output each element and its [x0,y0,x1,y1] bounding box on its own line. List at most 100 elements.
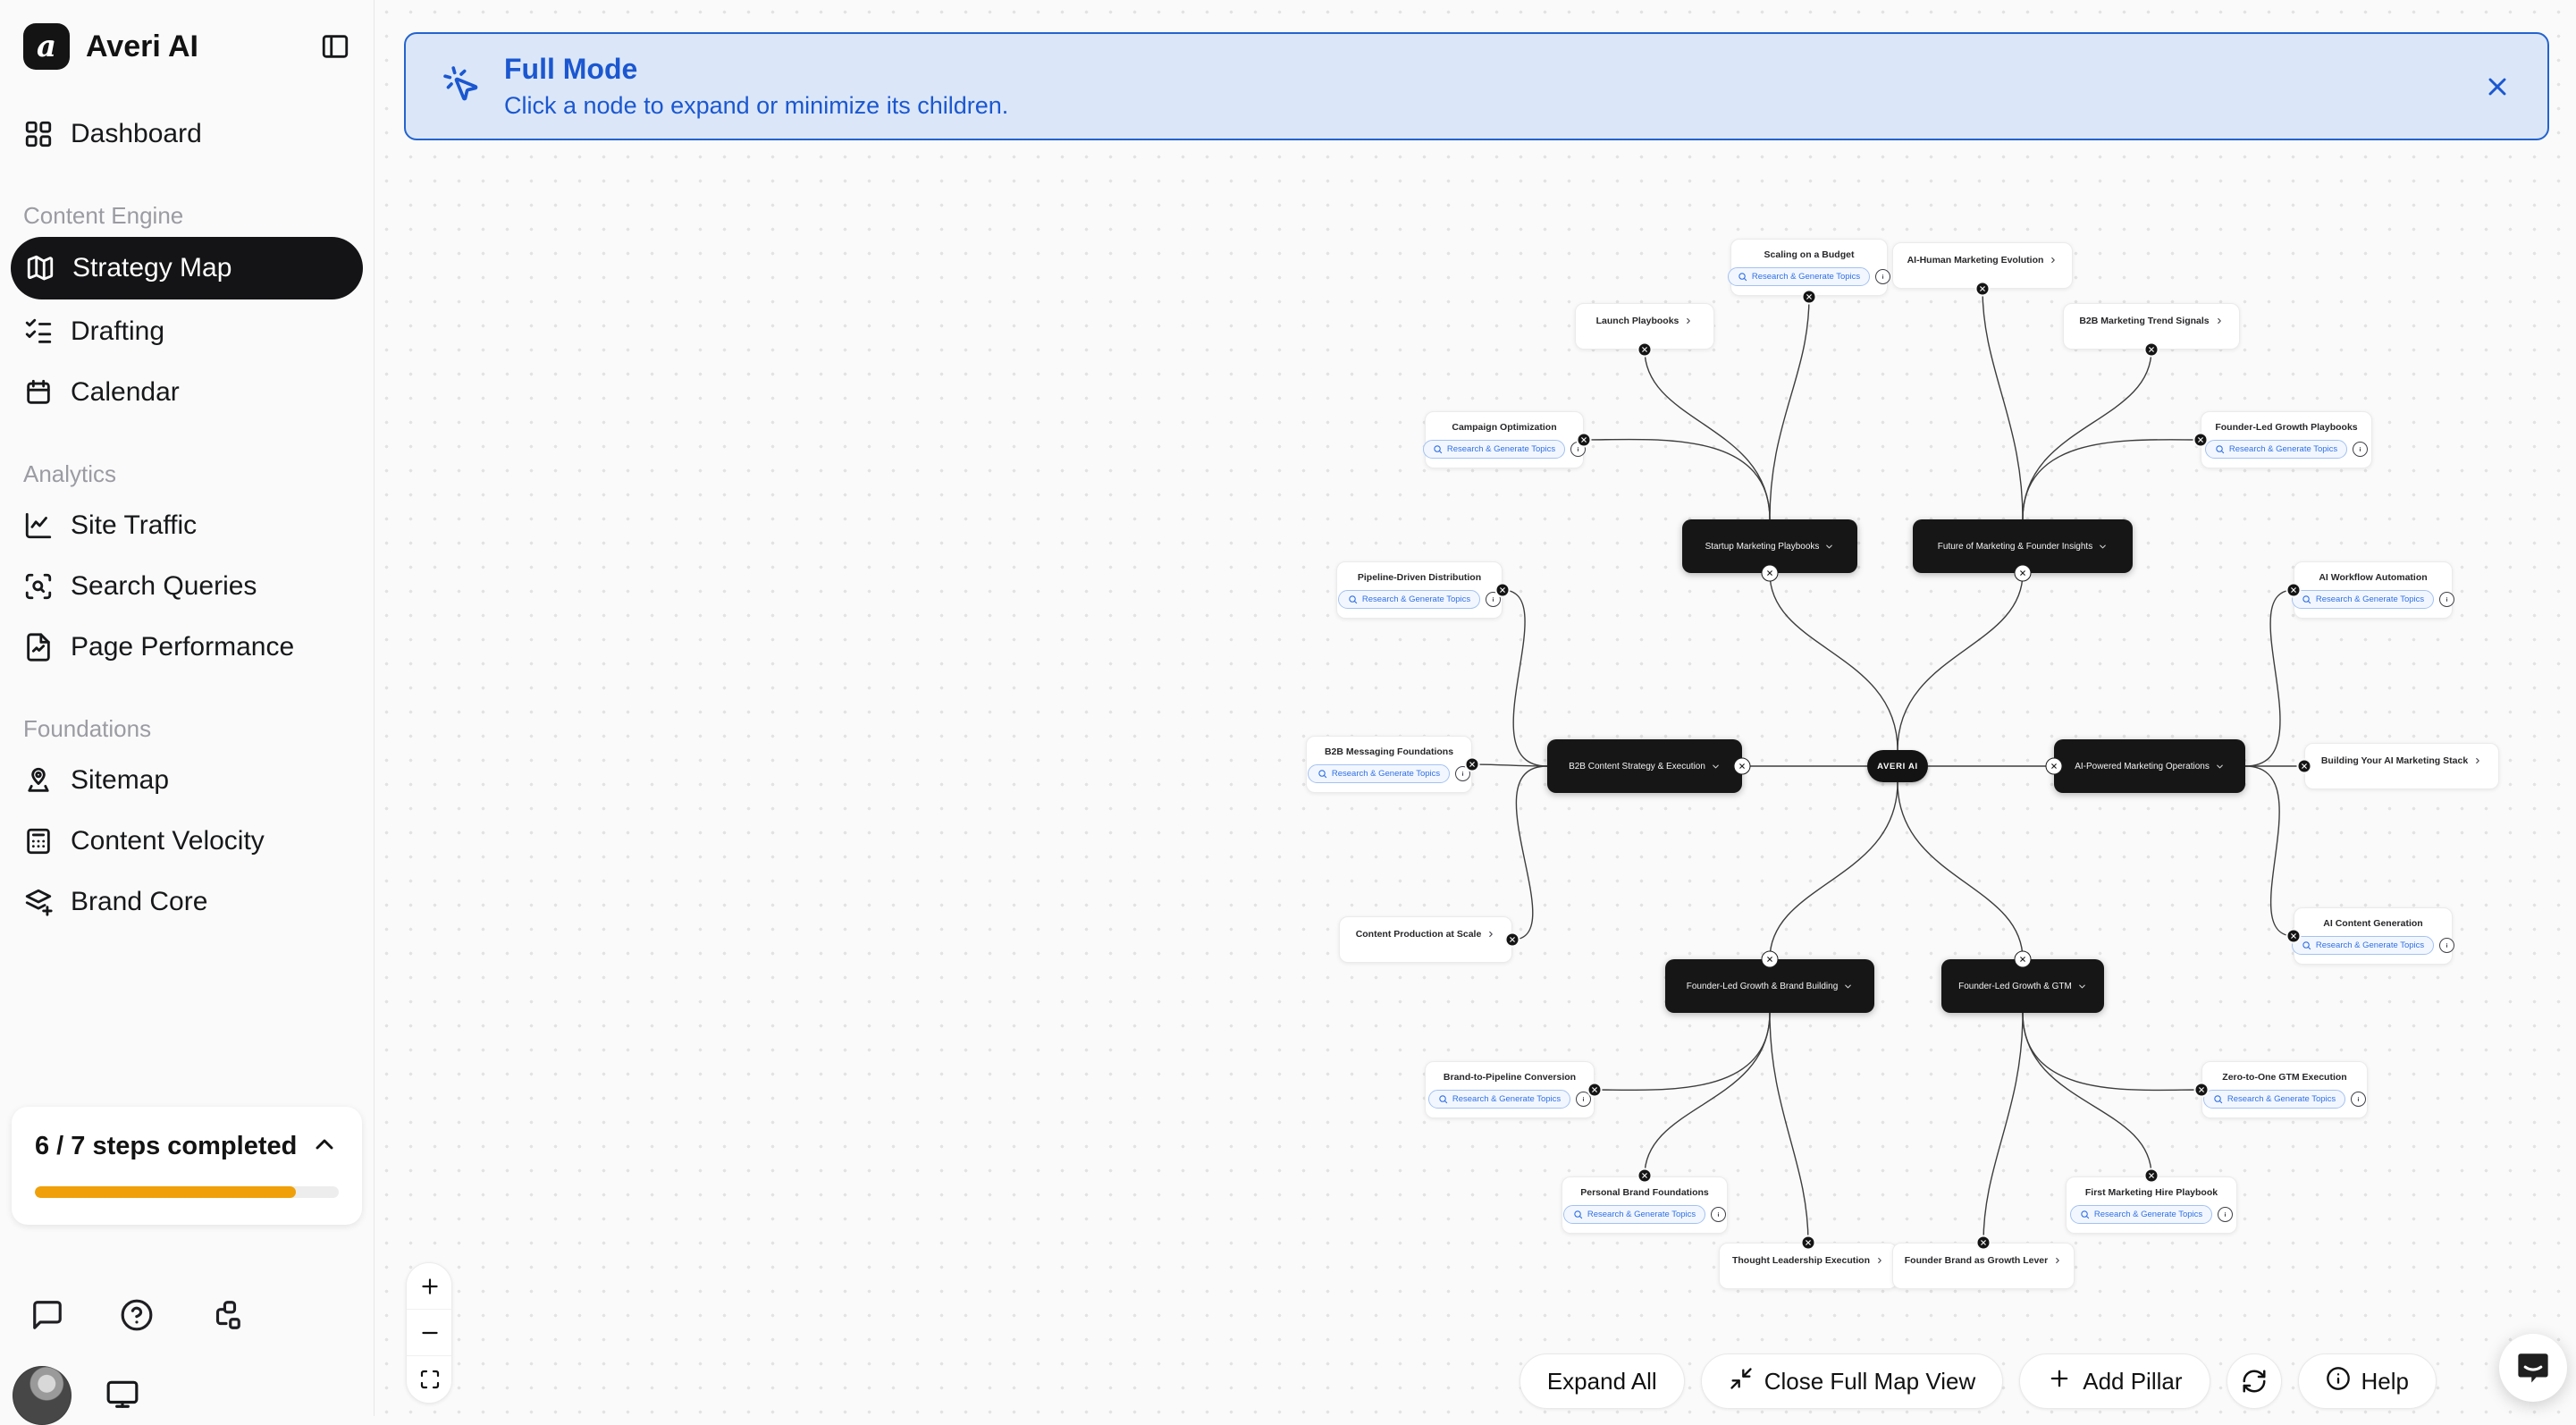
intercom-chat-button[interactable] [2499,1334,2567,1402]
panel-left-icon [320,31,350,62]
info-icon[interactable] [2351,1092,2366,1107]
collapse-node-toggle[interactable] [2015,951,2032,968]
sidebar-item-search-queries[interactable]: Search Queries [0,556,374,617]
research-generate-topics-button[interactable]: Research & Generate Topics [1423,440,1565,459]
help-button[interactable]: Help [2298,1353,2437,1409]
zoom-out-button[interactable] [407,1310,452,1356]
collapse-node-toggle[interactable] [1976,1235,1991,1251]
collapse-node-toggle[interactable] [2286,929,2302,944]
research-generate-topics-button[interactable]: Research & Generate Topics [2070,1205,2212,1224]
info-icon[interactable] [1875,269,1890,284]
collapse-node-toggle[interactable] [1637,1168,1653,1184]
map-node-p-b2b[interactable]: B2B Content Strategy & Execution [1547,739,1742,793]
collapse-node-toggle[interactable] [1801,1235,1816,1251]
info-icon [2442,940,2452,950]
chevron-up-icon[interactable] [310,1130,339,1163]
collapse-node-toggle[interactable] [1505,932,1520,948]
sidebar-item-site-traffic[interactable]: Site Traffic [0,495,374,556]
progress-header[interactable]: 6 / 7 steps completed [35,1130,339,1163]
chevron-down-icon [1711,762,1721,772]
sidebar-item-content-velocity[interactable]: Content Velocity [0,811,374,872]
help-circle-icon[interactable] [120,1298,154,1332]
research-generate-topics-button[interactable]: Research & Generate Topics [1428,1090,1570,1109]
collapse-node-toggle[interactable] [2194,1083,2210,1098]
collapse-node-toggle[interactable] [1802,290,1817,305]
research-generate-topics-button[interactable]: Research & Generate Topics [1563,1205,1705,1224]
collapse-node-toggle[interactable] [2144,1168,2159,1184]
chat-smile-icon [2514,1349,2552,1387]
research-generate-topics-button[interactable]: Research & Generate Topics [2205,440,2347,459]
info-icon[interactable] [1711,1207,1726,1222]
info-icon[interactable] [2439,592,2454,607]
research-generate-topics-button[interactable]: Research & Generate Topics [2203,1090,2345,1109]
research-generate-topics-button[interactable]: Research & Generate Topics [1308,764,1450,783]
expand-all-button[interactable]: Expand All [1520,1353,1685,1409]
chat-bubble-icon[interactable] [30,1298,64,1332]
sidebar-item-strategy-map[interactable]: Strategy Map [11,237,363,299]
research-generate-topics-button[interactable]: Research & Generate Topics [2292,936,2434,955]
info-icon [2220,1210,2230,1219]
monitor-icon[interactable] [105,1377,139,1411]
sidebar-item-sitemap[interactable]: Sitemap [0,750,374,811]
collapse-icon [1641,346,1649,354]
collapse-icon [1980,1239,1988,1247]
workflow-icon[interactable] [209,1298,243,1332]
info-icon[interactable] [2218,1207,2233,1222]
research-generate-topics-button[interactable]: Research & Generate Topics [2292,590,2434,609]
collapse-icon [1580,436,1588,444]
info-icon[interactable] [2439,938,2454,953]
sidebar-item-dashboard[interactable]: Dashboard [0,104,374,164]
collapse-node-toggle[interactable] [1762,951,1779,968]
close-full-map-view-button[interactable]: Close Full Map View [1701,1353,2004,1409]
close-banner-button[interactable] [2483,72,2512,101]
collapse-node-toggle[interactable] [1762,565,1779,582]
leaf-node-title: AI Workflow Automation [2319,572,2427,583]
collapse-node-toggle[interactable] [2015,565,2032,582]
add-pillar-button[interactable]: Add Pillar [2019,1353,2210,1409]
sidebar-toggle-button[interactable] [320,31,350,62]
collapse-node-toggle[interactable] [1465,757,1480,772]
map-node-root[interactable]: AVERI AI [1867,750,1928,782]
collapse-node-toggle[interactable] [2046,758,2063,775]
map-node-l-contentprod[interactable]: Content Production at Scale [1339,916,1512,963]
fit-view-button[interactable] [407,1356,452,1403]
collapse-node-toggle[interactable] [1577,433,1592,448]
search-icon [1317,769,1327,779]
collapse-node-toggle[interactable] [1637,342,1653,358]
collapse-icon [2050,763,2058,771]
sidebar-item-calendar[interactable]: Calendar [0,362,374,423]
collapse-node-toggle[interactable] [2297,759,2312,774]
user-avatar[interactable] [13,1366,72,1425]
map-node-l-stack[interactable]: Building Your AI Marketing Stack [2304,743,2499,789]
sidebar-item-page-performance[interactable]: Page Performance [0,617,374,678]
zoom-in-button[interactable] [407,1263,452,1310]
collapse-node-toggle[interactable] [1495,583,1511,598]
map-node-p-aiops[interactable]: AI-Powered Marketing Operations [2054,739,2245,793]
collapse-node-toggle[interactable] [2286,583,2302,598]
research-generate-topics-button[interactable]: Research & Generate Topics [1338,590,1480,609]
collapse-icon [1641,1172,1649,1180]
collapse-node-toggle[interactable] [2193,433,2209,448]
search-icon [2302,940,2311,950]
info-icon[interactable] [2353,442,2368,457]
sidebar-item-brand-core[interactable]: Brand Core [0,872,374,932]
collapse-node-toggle[interactable] [1975,282,1991,297]
sidebar-item-drafting[interactable]: Drafting [0,301,374,362]
research-generate-topics-button[interactable]: Research & Generate Topics [1728,267,1870,286]
collapse-node-toggle[interactable] [1587,1083,1603,1098]
refresh-button[interactable] [2227,1353,2282,1409]
collapse-node-toggle[interactable] [1734,758,1751,775]
collapse-node-toggle[interactable] [2144,342,2159,358]
